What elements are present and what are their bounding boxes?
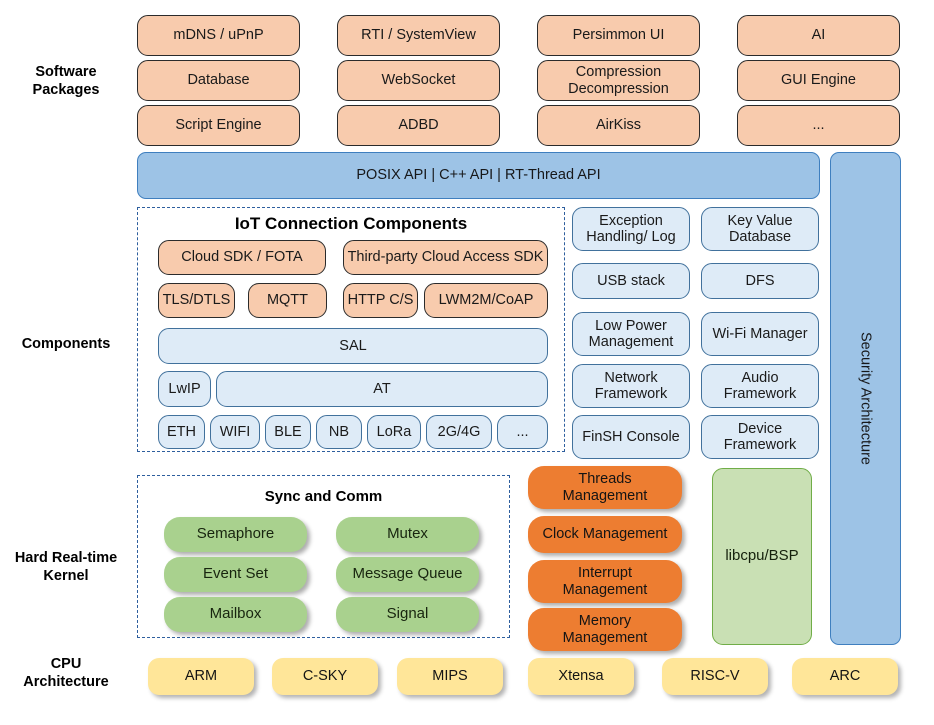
- kernel-mgmt-box[interactable]: Threads Management: [528, 466, 682, 509]
- iot-box-lwip[interactable]: LwIP: [158, 371, 211, 407]
- package-box[interactable]: Persimmon UI: [537, 15, 700, 56]
- libcpu-bsp-box[interactable]: libcpu/BSP: [712, 468, 812, 645]
- package-box[interactable]: GUI Engine: [737, 60, 900, 101]
- package-box[interactable]: Database: [137, 60, 300, 101]
- package-box[interactable]: RTI / SystemView: [337, 15, 500, 56]
- component-box[interactable]: USB stack: [572, 263, 690, 299]
- iot-box[interactable]: LWM2M/CoAP: [424, 283, 548, 318]
- iot-box[interactable]: Third-party Cloud Access SDK: [343, 240, 548, 275]
- rail-label-cpu-architecture: CPU Architecture: [23, 656, 109, 691]
- iot-box[interactable]: HTTP C/S: [343, 283, 418, 318]
- component-box[interactable]: Exception Handling/ Log: [572, 207, 690, 251]
- sync-box[interactable]: Event Set: [164, 557, 307, 592]
- rail-label-components: Components: [21, 336, 111, 352]
- package-box[interactable]: ...: [737, 105, 900, 146]
- component-box[interactable]: DFS: [701, 263, 819, 299]
- sync-box[interactable]: Mailbox: [164, 597, 307, 632]
- package-box[interactable]: ADBD: [337, 105, 500, 146]
- cpu-arch-box[interactable]: Xtensa: [528, 658, 634, 695]
- iot-connection-group: [137, 207, 565, 452]
- package-box[interactable]: mDNS / uPnP: [137, 15, 300, 56]
- iot-link-box[interactable]: ...: [497, 415, 548, 449]
- iot-box[interactable]: Cloud SDK / FOTA: [158, 240, 326, 275]
- sync-box[interactable]: Message Queue: [336, 557, 479, 592]
- cpu-arch-box[interactable]: RISC-V: [662, 658, 768, 695]
- iot-link-box[interactable]: 2G/4G: [426, 415, 492, 449]
- cpu-arch-box[interactable]: MIPS: [397, 658, 503, 695]
- component-box[interactable]: Device Framework: [701, 415, 819, 459]
- cpu-arch-box[interactable]: C-SKY: [272, 658, 378, 695]
- package-box[interactable]: Script Engine: [137, 105, 300, 146]
- iot-link-box[interactable]: LoRa: [367, 415, 421, 449]
- api-bar[interactable]: POSIX API | C++ API | RT-Thread API: [137, 152, 820, 199]
- security-architecture-label: Security Architecture: [857, 332, 874, 465]
- iot-link-box[interactable]: ETH: [158, 415, 205, 449]
- component-box[interactable]: Low Power Management: [572, 312, 690, 356]
- package-box[interactable]: AI: [737, 15, 900, 56]
- rail-label-software-packages: Software Packages: [32, 64, 100, 99]
- component-box[interactable]: Audio Framework: [701, 364, 819, 408]
- iot-box-at[interactable]: AT: [216, 371, 548, 407]
- component-box[interactable]: Key Value Database: [701, 207, 819, 251]
- security-architecture-bar[interactable]: Security Architecture: [830, 152, 901, 645]
- cpu-arch-box[interactable]: ARM: [148, 658, 254, 695]
- iot-link-box[interactable]: BLE: [265, 415, 311, 449]
- kernel-mgmt-box[interactable]: Memory Management: [528, 608, 682, 651]
- sync-comm-group: [137, 475, 510, 638]
- iot-link-box[interactable]: WIFI: [210, 415, 260, 449]
- component-box[interactable]: Wi-Fi Manager: [701, 312, 819, 356]
- sync-box[interactable]: Signal: [336, 597, 479, 632]
- iot-box-sal[interactable]: SAL: [158, 328, 548, 364]
- cpu-arch-box[interactable]: ARC: [792, 658, 898, 695]
- package-box[interactable]: Compression Decompression: [537, 60, 700, 101]
- sync-comm-title: Sync and Comm: [264, 488, 383, 505]
- package-box[interactable]: WebSocket: [337, 60, 500, 101]
- rail-label-kernel: Hard Real-time Kernel: [14, 550, 118, 585]
- sync-box[interactable]: Semaphore: [164, 517, 307, 552]
- kernel-mgmt-box[interactable]: Interrupt Management: [528, 560, 682, 603]
- sync-box[interactable]: Mutex: [336, 517, 479, 552]
- component-box[interactable]: FinSH Console: [572, 415, 690, 459]
- iot-link-box[interactable]: NB: [316, 415, 362, 449]
- iot-connection-title: IoT Connection Components: [234, 214, 468, 233]
- component-box[interactable]: Network Framework: [572, 364, 690, 408]
- iot-box[interactable]: MQTT: [248, 283, 327, 318]
- package-box[interactable]: AirKiss: [537, 105, 700, 146]
- kernel-mgmt-box[interactable]: Clock Management: [528, 516, 682, 553]
- iot-box[interactable]: TLS/DTLS: [158, 283, 235, 318]
